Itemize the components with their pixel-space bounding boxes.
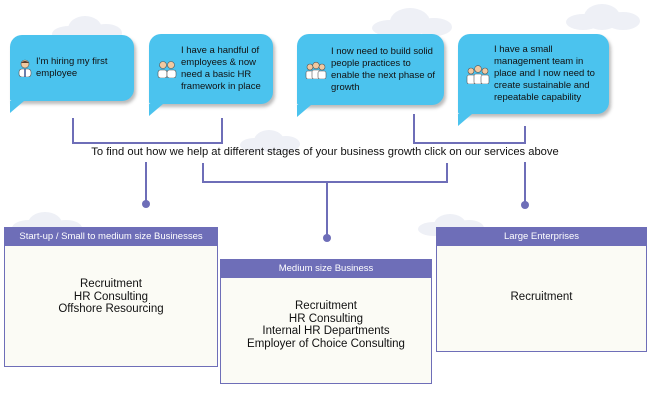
- panel-medium-business[interactable]: Medium size Business Recruitment HR Cons…: [220, 259, 432, 384]
- background-cloud: [240, 130, 300, 152]
- stage-text: I'm hiring my first employee: [36, 56, 108, 79]
- service-item[interactable]: HR Consulting: [73, 290, 149, 303]
- team-icon: [466, 65, 490, 84]
- panel-title: Medium size Business: [221, 260, 431, 278]
- stage-text: I now need to build solid people practic…: [331, 45, 436, 93]
- panel-small-business[interactable]: Start-up / Small to medium size Business…: [4, 227, 218, 367]
- connector-node-large: [521, 201, 529, 209]
- instruction-text: To find out how we help at different sta…: [91, 146, 559, 158]
- service-item[interactable]: Offshore Resourcing: [58, 303, 164, 315]
- stage-bubble-solid-practices[interactable]: I now need to build solid people practic…: [297, 34, 444, 117]
- service-item[interactable]: HR Consulting: [288, 312, 364, 325]
- stage-text: I have a handful of employees & now need…: [181, 45, 261, 92]
- group-people-icon: [305, 61, 327, 79]
- stage-bubble-management-team[interactable]: I have a small management team in place …: [458, 34, 609, 126]
- panel-title: Large Enterprises: [437, 228, 646, 246]
- service-item[interactable]: Recruitment: [295, 300, 357, 312]
- single-person-icon: [18, 59, 32, 77]
- connector-node-small: [142, 200, 150, 208]
- connector-node-medium: [323, 234, 331, 242]
- two-people-icon: [157, 61, 177, 78]
- connector-upper-right: [413, 114, 526, 144]
- connector-upper-left: [72, 118, 223, 144]
- stage-bubble-first-employee[interactable]: I'm hiring my first employee: [10, 35, 134, 113]
- stage-bubble-handful-employees[interactable]: I have a handful of employees & now need…: [149, 34, 273, 116]
- service-item[interactable]: Recruitment: [80, 278, 142, 290]
- panel-large-enterprise[interactable]: Large Enterprises Recruitment: [436, 227, 647, 352]
- panel-title: Start-up / Small to medium size Business…: [5, 228, 217, 246]
- background-cloud: [566, 4, 640, 30]
- service-item[interactable]: Internal HR Departments: [262, 325, 390, 337]
- service-item[interactable]: Recruitment: [510, 291, 573, 303]
- stage-text: I have a small management team in place …: [494, 44, 595, 103]
- connector-lower-bracket: [202, 163, 448, 183]
- service-item[interactable]: Employer of Choice Consulting: [247, 337, 405, 350]
- background-cloud: [372, 8, 452, 36]
